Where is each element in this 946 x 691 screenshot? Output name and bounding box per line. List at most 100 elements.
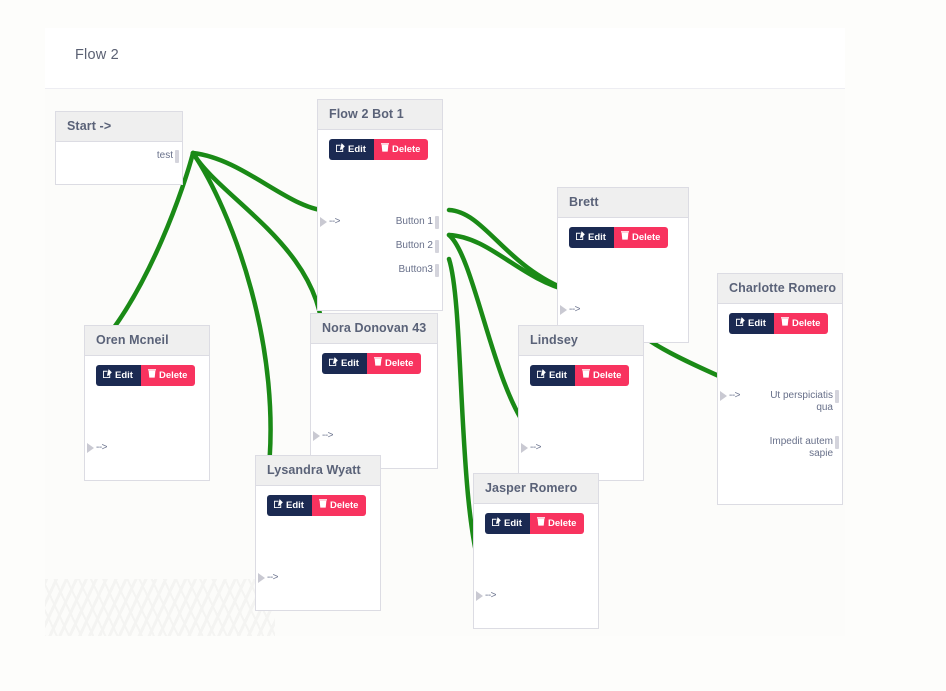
- edit-button-label: Edit: [348, 144, 366, 155]
- node-body-lindsey: Edit Delete -->: [519, 356, 643, 480]
- input-port-oren-0[interactable]: -->: [87, 442, 108, 454]
- input-port-label: -->: [322, 430, 334, 441]
- delete-button-lysandra[interactable]: Delete: [311, 495, 367, 516]
- flow-node-start[interactable]: Start ->test: [55, 111, 183, 185]
- edit-pencil-icon: [336, 143, 345, 152]
- delete-button-charlotte[interactable]: Delete: [773, 313, 829, 334]
- delete-button-nora[interactable]: Delete: [366, 353, 422, 374]
- edit-button-lindsey[interactable]: Edit: [530, 365, 575, 386]
- output-port-marker: [835, 390, 839, 403]
- output-port-charlotte-1[interactable]: Impedit autem sapie: [763, 436, 839, 460]
- delete-button-lindsey[interactable]: Delete: [574, 365, 630, 386]
- input-port-label: -->: [329, 216, 341, 227]
- input-port-marker: [521, 443, 528, 453]
- edit-button-charlotte[interactable]: Edit: [729, 313, 774, 334]
- delete-button-label: Delete: [391, 144, 421, 155]
- trash-icon: [147, 369, 156, 378]
- node-title-jasper: Jasper Romero: [474, 474, 598, 504]
- input-port-marker: [560, 305, 567, 315]
- input-port-lindsey-0[interactable]: -->: [521, 442, 542, 454]
- output-port-marker: [435, 264, 439, 277]
- edit-button-label: Edit: [286, 500, 304, 511]
- output-port-marker: [835, 436, 839, 449]
- output-port-flow2bot1-0[interactable]: Button 1: [396, 216, 439, 229]
- output-port-marker: [435, 240, 439, 253]
- edit-button-brett[interactable]: Edit: [569, 227, 614, 248]
- output-port-flow2bot1-2[interactable]: Button3: [399, 264, 439, 277]
- input-port-marker: [258, 573, 265, 583]
- edit-button-oren[interactable]: Edit: [96, 365, 141, 386]
- input-port-charlotte-0[interactable]: -->: [720, 390, 741, 402]
- output-port-label: Impedit autem sapie: [769, 436, 833, 459]
- input-port-brett-0[interactable]: -->: [560, 304, 581, 316]
- flow-node-flow2bot1[interactable]: Flow 2 Bot 1 Edit Delete --> Button 1 Button …: [317, 99, 443, 311]
- output-port-start-0[interactable]: test: [157, 150, 179, 163]
- input-port-label: -->: [530, 442, 542, 453]
- edit-button-jasper[interactable]: Edit: [485, 513, 530, 534]
- edit-button-label: Edit: [588, 232, 606, 243]
- edit-button-nora[interactable]: Edit: [322, 353, 367, 374]
- node-body-jasper: Edit Delete -->: [474, 504, 598, 628]
- node-title-lindsey: Lindsey: [519, 326, 643, 356]
- input-port-jasper-0[interactable]: -->: [476, 590, 497, 602]
- node-ports-lindsey: -->: [519, 386, 643, 480]
- node-title-flow2bot1: Flow 2 Bot 1: [318, 100, 442, 130]
- edit-button-label: Edit: [504, 518, 522, 529]
- input-port-nora-0[interactable]: -->: [313, 430, 334, 442]
- delete-button-jasper[interactable]: Delete: [529, 513, 585, 534]
- trash-icon: [536, 517, 545, 526]
- output-port-marker: [175, 150, 179, 163]
- edit-pencil-icon: [537, 369, 546, 378]
- output-port-charlotte-0[interactable]: Ut perspiciatis qua: [763, 390, 839, 414]
- node-actions-jasper: Edit Delete: [474, 504, 598, 534]
- flow-edge-3: [190, 150, 333, 214]
- edit-button-label: Edit: [748, 318, 766, 329]
- node-actions-oren: Edit Delete: [85, 356, 209, 386]
- edit-button-flow2bot1[interactable]: Edit: [329, 139, 374, 160]
- node-body-oren: Edit Delete -->: [85, 356, 209, 480]
- flow-edge-1: [190, 150, 326, 346]
- flow-edge-5: [446, 232, 573, 294]
- input-port-lysandra-0[interactable]: -->: [258, 572, 279, 584]
- delete-button-brett[interactable]: Delete: [613, 227, 669, 248]
- trash-icon: [373, 357, 382, 366]
- node-ports-jasper: -->: [474, 534, 598, 628]
- edit-button-label: Edit: [549, 370, 567, 381]
- node-actions-flow2bot1: Edit Delete: [318, 130, 442, 160]
- page-title: Flow 2: [75, 47, 119, 63]
- input-port-label: -->: [485, 590, 497, 601]
- input-port-flow2bot1-0[interactable]: -->: [320, 216, 341, 228]
- edit-button-lysandra[interactable]: Edit: [267, 495, 312, 516]
- node-ports-start: test: [56, 142, 182, 184]
- trash-icon: [620, 231, 629, 240]
- flow-header-panel: Flow 2: [45, 28, 845, 89]
- node-body-start: test: [56, 142, 182, 184]
- delete-button-label: Delete: [547, 518, 577, 529]
- flow-edge-4: [446, 207, 573, 294]
- node-title-brett: Brett: [558, 188, 688, 218]
- delete-button-flow2bot1[interactable]: Delete: [373, 139, 429, 160]
- input-port-marker: [87, 443, 94, 453]
- node-actions-charlotte: Edit Delete: [718, 304, 842, 334]
- output-port-flow2bot1-1[interactable]: Button 2: [396, 240, 439, 253]
- trash-icon: [780, 317, 789, 326]
- node-ports-lysandra: -->: [256, 516, 380, 610]
- input-port-label: -->: [96, 442, 108, 453]
- node-body-brett: Edit Delete -->: [558, 218, 688, 342]
- delete-button-oren[interactable]: Delete: [140, 365, 196, 386]
- node-ports-flow2bot1: --> Button 1 Button 2 Button3: [318, 160, 442, 310]
- input-port-label: -->: [729, 390, 741, 401]
- edit-button-label: Edit: [115, 370, 133, 381]
- trash-icon: [318, 499, 327, 508]
- node-actions-lysandra: Edit Delete: [256, 486, 380, 516]
